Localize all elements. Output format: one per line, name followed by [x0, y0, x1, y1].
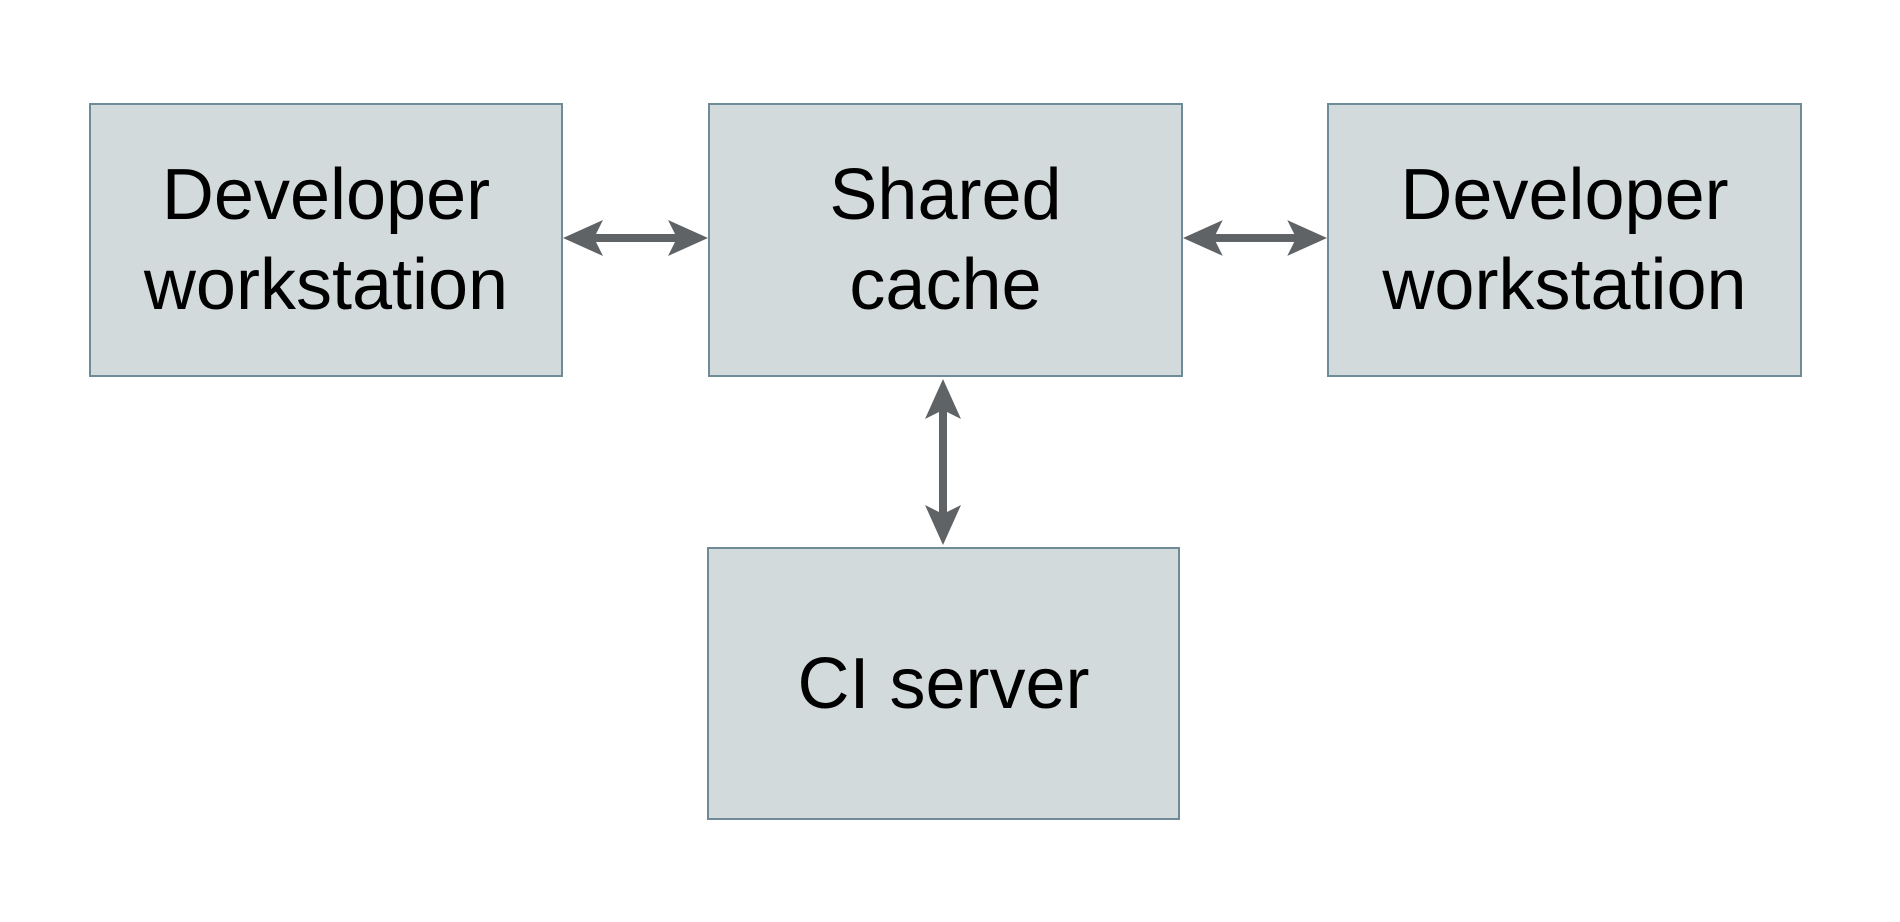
- arrowhead-left-icon: [563, 220, 603, 256]
- node-developer-workstation-right-label: Developer workstation: [1382, 155, 1747, 325]
- arrowhead-right-icon: [1287, 220, 1327, 256]
- bidirectional-arrow-left-workstation-shared-cache: [563, 220, 708, 256]
- node-developer-workstation-left-label: Developer workstation: [143, 155, 509, 325]
- arrowhead-up-icon: [925, 379, 961, 419]
- node-shared-cache: Shared cache: [708, 103, 1183, 377]
- arrow-shaft: [939, 407, 947, 517]
- node-developer-workstation-right: Developer workstation: [1327, 103, 1802, 377]
- arrowhead-right-icon: [668, 220, 708, 256]
- node-shared-cache-label: Shared cache: [829, 155, 1062, 325]
- arrowhead-left-icon: [1183, 220, 1223, 256]
- arrow-shaft: [591, 234, 680, 242]
- node-ci-server: CI server: [707, 547, 1180, 820]
- arrow-shaft: [1210, 234, 1300, 242]
- bidirectional-arrow-shared-cache-right-workstation: [1183, 220, 1327, 256]
- arrowhead-down-icon: [925, 505, 961, 545]
- bidirectional-arrow-shared-cache-ci-server: [925, 379, 961, 545]
- node-ci-server-label: CI server: [797, 643, 1090, 724]
- node-developer-workstation-left: Developer workstation: [89, 103, 563, 377]
